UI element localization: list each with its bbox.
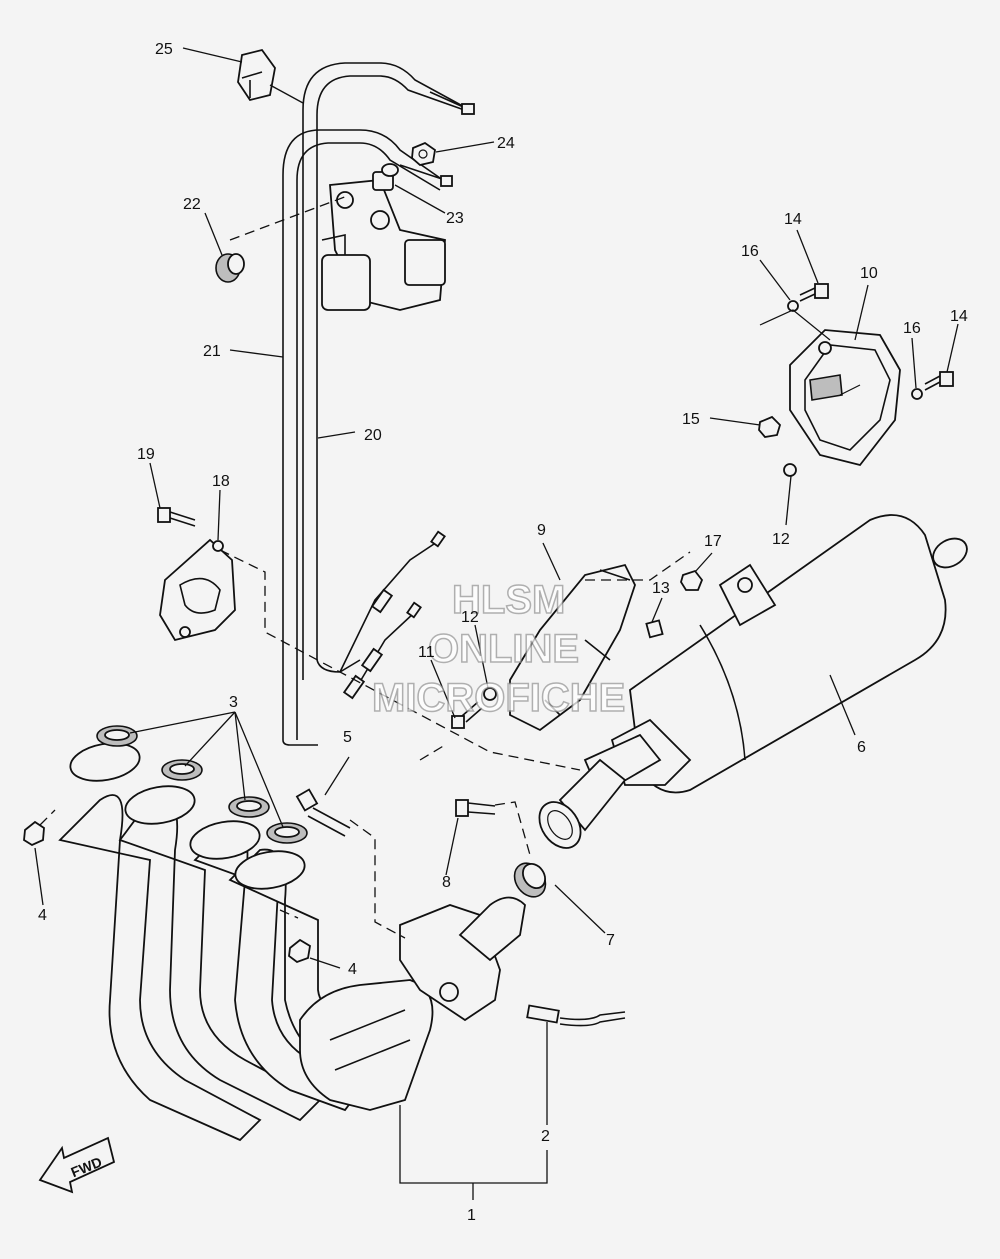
nut-17 bbox=[680, 569, 704, 591]
callout-19: 19 bbox=[137, 446, 155, 463]
cable-end-24 bbox=[399, 164, 446, 181]
gasket-3-group bbox=[96, 725, 308, 844]
callout-15: 15 bbox=[682, 411, 700, 428]
callout-5: 5 bbox=[343, 729, 352, 746]
bolt-14-right bbox=[924, 371, 954, 391]
callout-10: 10 bbox=[860, 265, 878, 282]
cable-adjusters-lower bbox=[339, 530, 446, 700]
callout-1: 1 bbox=[467, 1207, 476, 1224]
watermark-line-1: HLSM bbox=[452, 578, 565, 622]
callout-4-left: 4 bbox=[38, 907, 47, 924]
damper-13 bbox=[645, 619, 664, 639]
nut-4-right bbox=[288, 938, 311, 964]
washer-16-right bbox=[911, 388, 923, 400]
bolt-19 bbox=[157, 507, 196, 527]
washer-12-right bbox=[783, 463, 797, 477]
callout-9: 9 bbox=[537, 522, 546, 539]
callout-14-top: 14 bbox=[784, 211, 802, 228]
gasket-7 bbox=[513, 862, 547, 898]
nut-4-left bbox=[23, 820, 45, 847]
callout-3: 3 bbox=[229, 694, 238, 711]
callout-12-right: 12 bbox=[772, 531, 790, 548]
callout-25: 25 bbox=[155, 41, 173, 58]
callout-labels: 1 2 3 4 4 5 6 7 8 9 10 11 12 12 13 14 14… bbox=[38, 41, 968, 1224]
fwd-arrow-icon: FWD bbox=[38, 1136, 116, 1194]
exhaust-pipe-assembly-1 bbox=[58, 742, 526, 1142]
callout-17: 17 bbox=[704, 533, 722, 550]
watermark-line-2: ONLINE bbox=[428, 627, 579, 671]
leader-lines bbox=[34, 47, 959, 1200]
watermark-line-3: MICROFICHE bbox=[372, 676, 625, 720]
callout-8: 8 bbox=[442, 874, 451, 891]
callout-16-top: 16 bbox=[741, 243, 759, 260]
callout-13: 13 bbox=[652, 580, 670, 597]
bolt-8 bbox=[455, 799, 496, 817]
joint-connector bbox=[538, 758, 627, 849]
callout-14-right: 14 bbox=[950, 308, 968, 325]
bolt-11 bbox=[451, 701, 483, 729]
protector-9 bbox=[509, 563, 636, 732]
callout-18: 18 bbox=[212, 473, 230, 490]
callout-20: 20 bbox=[364, 427, 382, 444]
cable-adjuster-mid bbox=[440, 175, 453, 187]
cover-10 bbox=[789, 329, 901, 467]
bolt-14-top bbox=[799, 283, 829, 302]
cable-21 bbox=[282, 129, 441, 746]
sensor-2 bbox=[526, 1004, 626, 1027]
assembly-lines bbox=[39, 194, 861, 939]
bracket-18 bbox=[159, 538, 236, 642]
callout-7: 7 bbox=[606, 932, 615, 949]
callout-22: 22 bbox=[183, 196, 201, 213]
callout-11: 11 bbox=[418, 644, 435, 661]
callout-2: 2 bbox=[541, 1128, 550, 1145]
callout-23: 23 bbox=[446, 210, 464, 227]
callout-4-right: 4 bbox=[348, 961, 357, 978]
cable-adjuster-top bbox=[461, 103, 475, 115]
servo-bracket bbox=[321, 179, 446, 311]
collar-23 bbox=[372, 163, 399, 191]
grommet-22 bbox=[215, 253, 245, 283]
callout-24: 24 bbox=[497, 135, 515, 152]
callout-16-right: 16 bbox=[903, 320, 921, 337]
callout-21: 21 bbox=[203, 343, 221, 360]
nut-15 bbox=[758, 415, 782, 438]
washer-12-left bbox=[483, 687, 497, 701]
clamp-25 bbox=[237, 48, 276, 102]
watermark: HLSM ONLINE MICROFICHE bbox=[371, 577, 626, 721]
callout-12-left: 12 bbox=[461, 609, 479, 626]
muffler-6 bbox=[583, 514, 968, 797]
nut-24 bbox=[411, 141, 436, 166]
bolt-5 bbox=[295, 788, 351, 837]
washer-16-top bbox=[787, 300, 799, 312]
callout-6: 6 bbox=[857, 739, 866, 756]
